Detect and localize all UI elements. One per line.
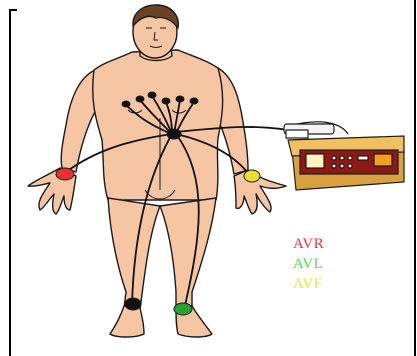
right-arm-electrode bbox=[56, 168, 74, 180]
machine-button-4 bbox=[332, 164, 336, 168]
machine-button-1 bbox=[332, 156, 336, 160]
left-arm-electrode bbox=[244, 170, 260, 182]
machine-button-5 bbox=[340, 164, 344, 168]
machine-button-6 bbox=[348, 164, 352, 168]
lead-label-avf: AVF bbox=[293, 276, 323, 293]
chest-electrode-v2 bbox=[136, 96, 144, 102]
machine-paper-roll bbox=[286, 130, 308, 138]
machine-screen bbox=[306, 154, 324, 168]
right-leg-electrode bbox=[125, 298, 141, 310]
lead-label-avl: AVL bbox=[293, 256, 323, 273]
machine-display bbox=[374, 154, 392, 166]
machine-button-2 bbox=[340, 156, 344, 160]
left-leg-electrode bbox=[174, 303, 192, 315]
machine-slot bbox=[358, 156, 368, 160]
chest-electrode-v3 bbox=[148, 92, 156, 98]
chest-electrode-v1 bbox=[122, 101, 130, 107]
torso bbox=[93, 50, 223, 200]
cable-hub bbox=[167, 129, 181, 139]
machine-button-3 bbox=[348, 156, 352, 160]
chest-electrode-v6 bbox=[190, 98, 198, 104]
ecg-machine-icon bbox=[284, 124, 404, 190]
right-leg bbox=[108, 198, 160, 310]
chest-electrode-v4 bbox=[162, 98, 170, 104]
lead-label-avr: AVR bbox=[293, 236, 324, 253]
chest-electrode-v5 bbox=[176, 96, 184, 102]
right-foot bbox=[110, 306, 144, 337]
